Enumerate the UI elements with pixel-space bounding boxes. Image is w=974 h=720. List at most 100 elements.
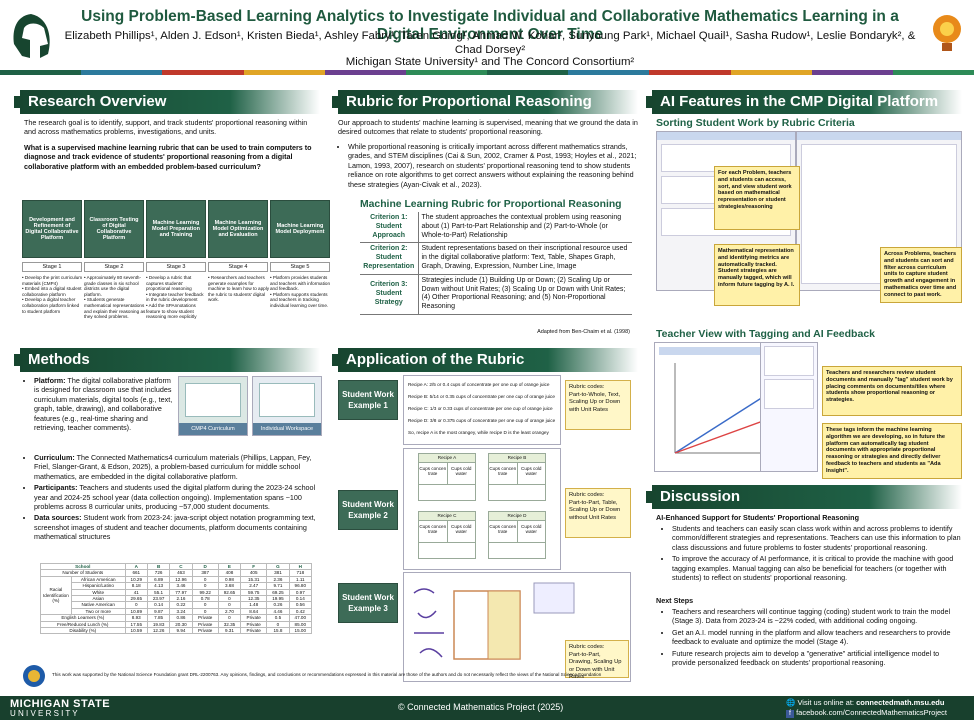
codes-2-text: Part-to-Part, Table, Scaling Up or Down … xyxy=(569,499,621,521)
table-cell: 0 xyxy=(217,594,242,603)
example-1-tab: Student Work Example 1 xyxy=(338,380,398,420)
poster-footer: MICHIGAN STATE U N I V E R S I T Y © Con… xyxy=(0,696,974,720)
note-teacher-tag: Teachers and researchers review student … xyxy=(822,366,962,416)
racial-group-label: Racial Identification (%) xyxy=(40,575,72,616)
participants-text: Teachers and students used the digital p… xyxy=(34,483,316,512)
poster-title: Using Problem-Based Learning Analytics t… xyxy=(81,8,899,43)
website-link[interactable]: connectedmath.msu.edu xyxy=(856,698,945,707)
recipe-table-values xyxy=(418,485,476,501)
funding-statement: This work was supported by the National … xyxy=(52,672,602,677)
recipe-line: Recipe B: 5/14 or 0.35 cups of concentra… xyxy=(408,394,555,399)
recipe-line: Recipe A: 2/5 or 0.4 cups of concentrate… xyxy=(408,382,550,387)
note-across-problems: Across Problems, teachers and students c… xyxy=(880,247,962,303)
concord-logo-icon xyxy=(933,15,961,51)
rubric-citation: Adapted from Ben-Chaim et al. (1998) xyxy=(537,329,630,335)
recipe-table-values xyxy=(488,485,546,501)
table-cell: 2.16 xyxy=(169,594,193,603)
platform-label: Platform: xyxy=(34,376,66,385)
table-cell: 0.56 xyxy=(288,601,313,609)
codes-2: Rubric codes: Part-to-Part, Table, Scali… xyxy=(565,488,631,538)
table-cell: 15.8 xyxy=(266,627,290,635)
affiliations: Michigan State University¹ and The Conco… xyxy=(345,56,635,68)
criterion-text: Student representations based on their i… xyxy=(418,242,632,275)
website-line: 🌐 Visit us online at: connectedmath.msu.… xyxy=(786,698,944,707)
sorting-subheading: Sorting Student Work by Rubric Criteria xyxy=(656,117,855,129)
ai-support-title: AI-Enhanced Support for Students' Propor… xyxy=(656,513,859,522)
stage-5-label: Stage 5 xyxy=(270,262,330,272)
facebook-icon: f xyxy=(786,710,794,718)
student-drawing xyxy=(413,582,575,660)
table-cell: 3.46 xyxy=(169,582,193,590)
table-cell: 9.31 xyxy=(217,627,242,635)
nsf-logo-icon xyxy=(23,665,45,687)
table-cell: 0 xyxy=(217,614,242,622)
methods-heading: Methods xyxy=(14,348,320,372)
header-color-bar xyxy=(0,70,974,75)
next-steps-title: Next Steps xyxy=(656,596,694,605)
methods-bullets: Curriculum: The Connected Mathematics4 c… xyxy=(24,453,320,544)
recipe-line: So, recipe A is the most orangey, while … xyxy=(408,430,549,435)
codes-3-text: Part-to-Part, Drawing, Scaling Up or Dow… xyxy=(569,651,622,681)
table-cell: 77.97 xyxy=(169,588,193,597)
table-cell: 85.00 xyxy=(288,620,313,629)
rubric-intro: Our approach to students' machine learni… xyxy=(338,118,638,137)
author-list: Elizabeth Phillips¹, Alden J. Edson¹, Kr… xyxy=(64,30,916,56)
cups-water-header: Cups cold water xyxy=(451,524,472,534)
curriculum-text: The Connected Mathematics4 curriculum ma… xyxy=(34,453,312,481)
table-header-cell: E xyxy=(217,562,242,571)
research-overview-heading: Research Overview xyxy=(14,90,320,114)
stage-4-box: Machine Learning Model Optimization and … xyxy=(208,200,268,258)
stage-3-label: Stage 3 xyxy=(146,262,206,272)
stage-4-label: Stage 4 xyxy=(208,262,268,272)
codes-2-title: Rubric codes: xyxy=(569,492,605,498)
note-ada-insight: These tags inform the machine learning a… xyxy=(822,423,962,479)
recipe-table-title: Recipe B xyxy=(488,453,546,463)
note-sort-access: For each Problem, teachers and students … xyxy=(714,166,800,230)
table-cell: 1.11 xyxy=(288,575,313,584)
stage-2-text: • Approximately 80 seventh-grade classes… xyxy=(84,275,146,320)
stage-3-text: • Develop a rubric that captures student… xyxy=(146,275,204,320)
visit-label: Visit us online at: xyxy=(797,698,857,707)
application-heading: Application of the Rubric xyxy=(332,348,638,372)
codes-3-title: Rubric codes: xyxy=(569,644,605,650)
next-step-bullet: Future research projects aim to develop … xyxy=(672,649,962,668)
workspace-caption: Individual Workspace xyxy=(253,423,321,435)
criterion-text: Strategies include (1) Building Up or Do… xyxy=(418,274,632,315)
table-cell: 10.59 xyxy=(124,627,148,635)
table-cell: 2.70 xyxy=(217,607,242,616)
rubric-bullet-wrap: While proportional reasoning is critical… xyxy=(338,142,638,191)
cups-concentrate-header: Cups concen trate xyxy=(489,463,518,484)
table-cell: 718 xyxy=(288,569,313,577)
stage-3-box: Machine Learning Model Preparation and T… xyxy=(146,200,206,258)
msu-wordmark: MICHIGAN STATE xyxy=(10,698,111,710)
stage-5-text: • Platform provides students and teacher… xyxy=(270,275,331,308)
next-step-bullet: Teachers and researchers will continue t… xyxy=(672,607,962,626)
table-header-cell: H xyxy=(288,562,313,571)
stage-2-label: Stage 2 xyxy=(84,262,144,272)
ai-support-list: Students and teachers can easily scan cl… xyxy=(662,524,962,584)
spartan-helmet-icon xyxy=(13,14,50,58)
example-2-tab: Student Work Example 2 xyxy=(338,490,398,530)
facebook-link[interactable]: facebook.com/ConnectedMathematicsProject xyxy=(796,708,948,717)
table-cell: 3.68 xyxy=(217,582,242,590)
platform-bullet: Platform: The digital collaborative plat… xyxy=(24,376,174,434)
table-cell: Private xyxy=(191,627,219,635)
discussion-bullet: To improve the accuracy of AI performanc… xyxy=(672,554,962,582)
codes-1: Rubric codes: Part-to-Whole, Text, Scali… xyxy=(565,380,631,430)
overview-intro: The research goal is to identify, suppor… xyxy=(24,118,308,137)
facebook-line: f facebook.com/ConnectedMathematicsProje… xyxy=(786,708,947,718)
msu-university: U N I V E R S I T Y xyxy=(10,709,78,718)
table-cell: 0.98 xyxy=(217,575,242,584)
example-3-tab: Student Work Example 3 xyxy=(338,583,398,623)
